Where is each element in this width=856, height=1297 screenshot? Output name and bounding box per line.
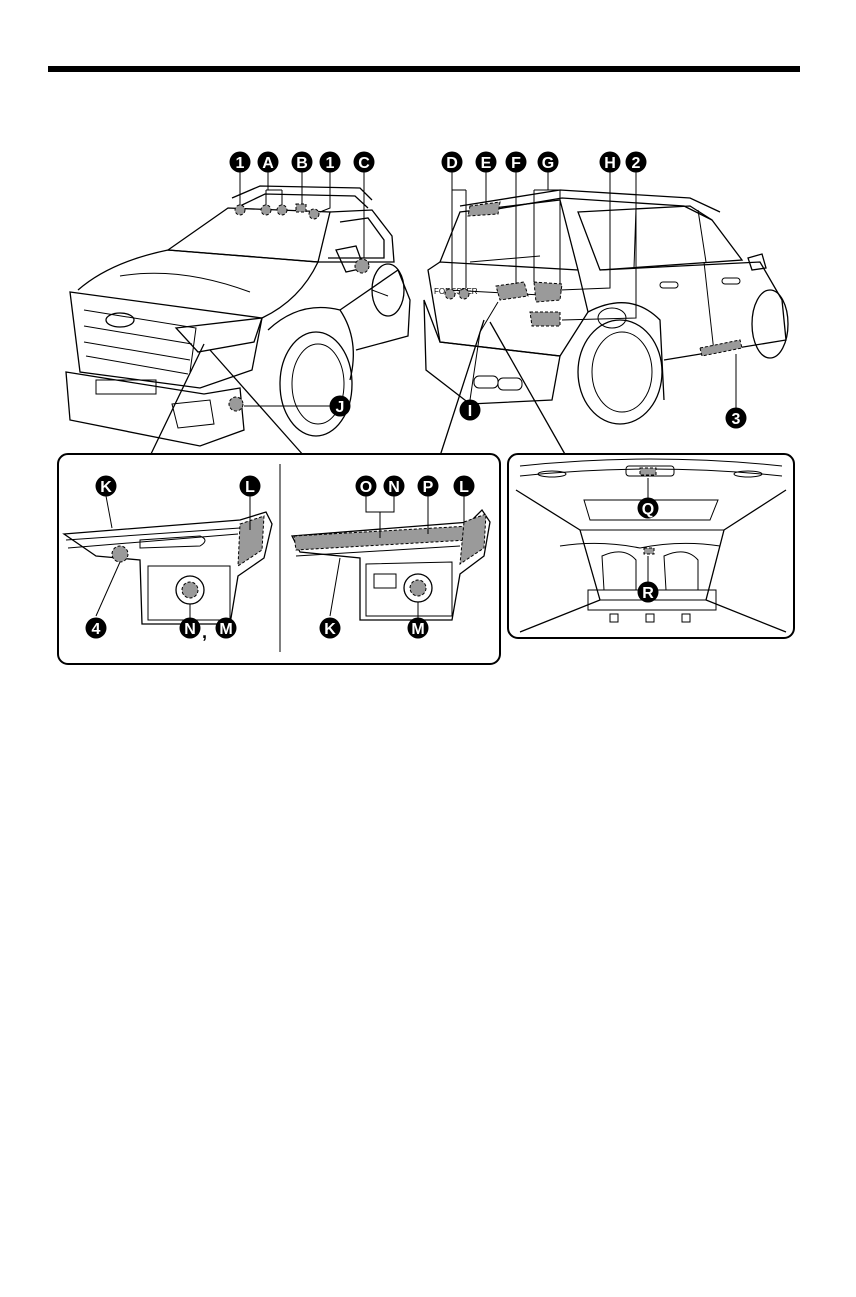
callout-rear-d: D <box>442 152 463 173</box>
svg-text:1: 1 <box>326 155 335 172</box>
callout-inset-k-left: K <box>96 476 117 497</box>
svg-text:1: 1 <box>236 155 245 172</box>
callout-inset-m-mid: M <box>408 618 429 639</box>
svg-text:4: 4 <box>92 621 101 638</box>
svg-text:FORESTER: FORESTER <box>434 287 478 296</box>
svg-text:L: L <box>459 479 469 496</box>
svg-text:R: R <box>642 585 654 602</box>
svg-text:O: O <box>360 479 372 496</box>
svg-text:3: 3 <box>732 411 741 428</box>
callout-front-c: C <box>354 152 375 173</box>
callout-front-b: B <box>292 152 313 173</box>
svg-text:E: E <box>481 155 492 172</box>
svg-text:F: F <box>511 155 521 172</box>
svg-text:L: L <box>245 479 255 496</box>
callout-rear-e: E <box>476 152 497 173</box>
svg-text:G: G <box>542 155 554 172</box>
callout-rear-3: 3 <box>726 408 747 429</box>
callout-inset-p: P <box>418 476 439 497</box>
svg-text:C: C <box>358 155 370 172</box>
callout-front-1b: 1 <box>320 152 341 173</box>
callout-rear-g: G <box>538 152 559 173</box>
callout-inset-k-mid: K <box>320 618 341 639</box>
svg-text:I: I <box>468 403 472 420</box>
front-car-illustration <box>66 186 410 446</box>
svg-text:P: P <box>423 479 434 496</box>
svg-text:J: J <box>336 399 345 416</box>
callout-inset-n-mid: N <box>384 476 405 497</box>
svg-text:M: M <box>411 621 424 638</box>
callout-front-j: J <box>330 396 351 417</box>
svg-text:B: B <box>296 155 308 172</box>
callout-rear-h: H <box>600 152 621 173</box>
svg-text:H: H <box>604 155 616 172</box>
svg-text:K: K <box>100 479 112 496</box>
callout-inset-l-left: L <box>240 476 261 497</box>
callout-front-a: A <box>258 152 279 173</box>
callout-inset-n-left: N <box>180 618 201 639</box>
callout-rear-2: 2 <box>626 152 647 173</box>
callout-rear-i: I <box>460 400 481 421</box>
svg-text:A: A <box>262 155 274 172</box>
callout-inset-l-mid: L <box>454 476 475 497</box>
callout-front-1a: 1 <box>230 152 251 173</box>
callout-inset-o: O <box>356 476 377 497</box>
svg-text:N: N <box>388 479 400 496</box>
svg-text:2: 2 <box>632 155 641 172</box>
svg-text:Q: Q <box>642 501 654 518</box>
svg-text:N: N <box>184 621 196 638</box>
callout-inset-4: 4 <box>86 618 107 639</box>
callout-rear-f: F <box>506 152 527 173</box>
callout-inset-q: Q <box>638 498 659 519</box>
svg-text:K: K <box>324 621 336 638</box>
zoom-wedges <box>150 320 566 456</box>
callout-inset-m-left: M <box>216 618 237 639</box>
comma-separator: , <box>202 622 207 642</box>
rear-car-illustration: FORESTER <box>424 190 788 424</box>
cargo-inset <box>508 454 794 638</box>
callout-inset-r: R <box>638 582 659 603</box>
svg-text:M: M <box>219 621 232 638</box>
svg-text:D: D <box>446 155 458 172</box>
